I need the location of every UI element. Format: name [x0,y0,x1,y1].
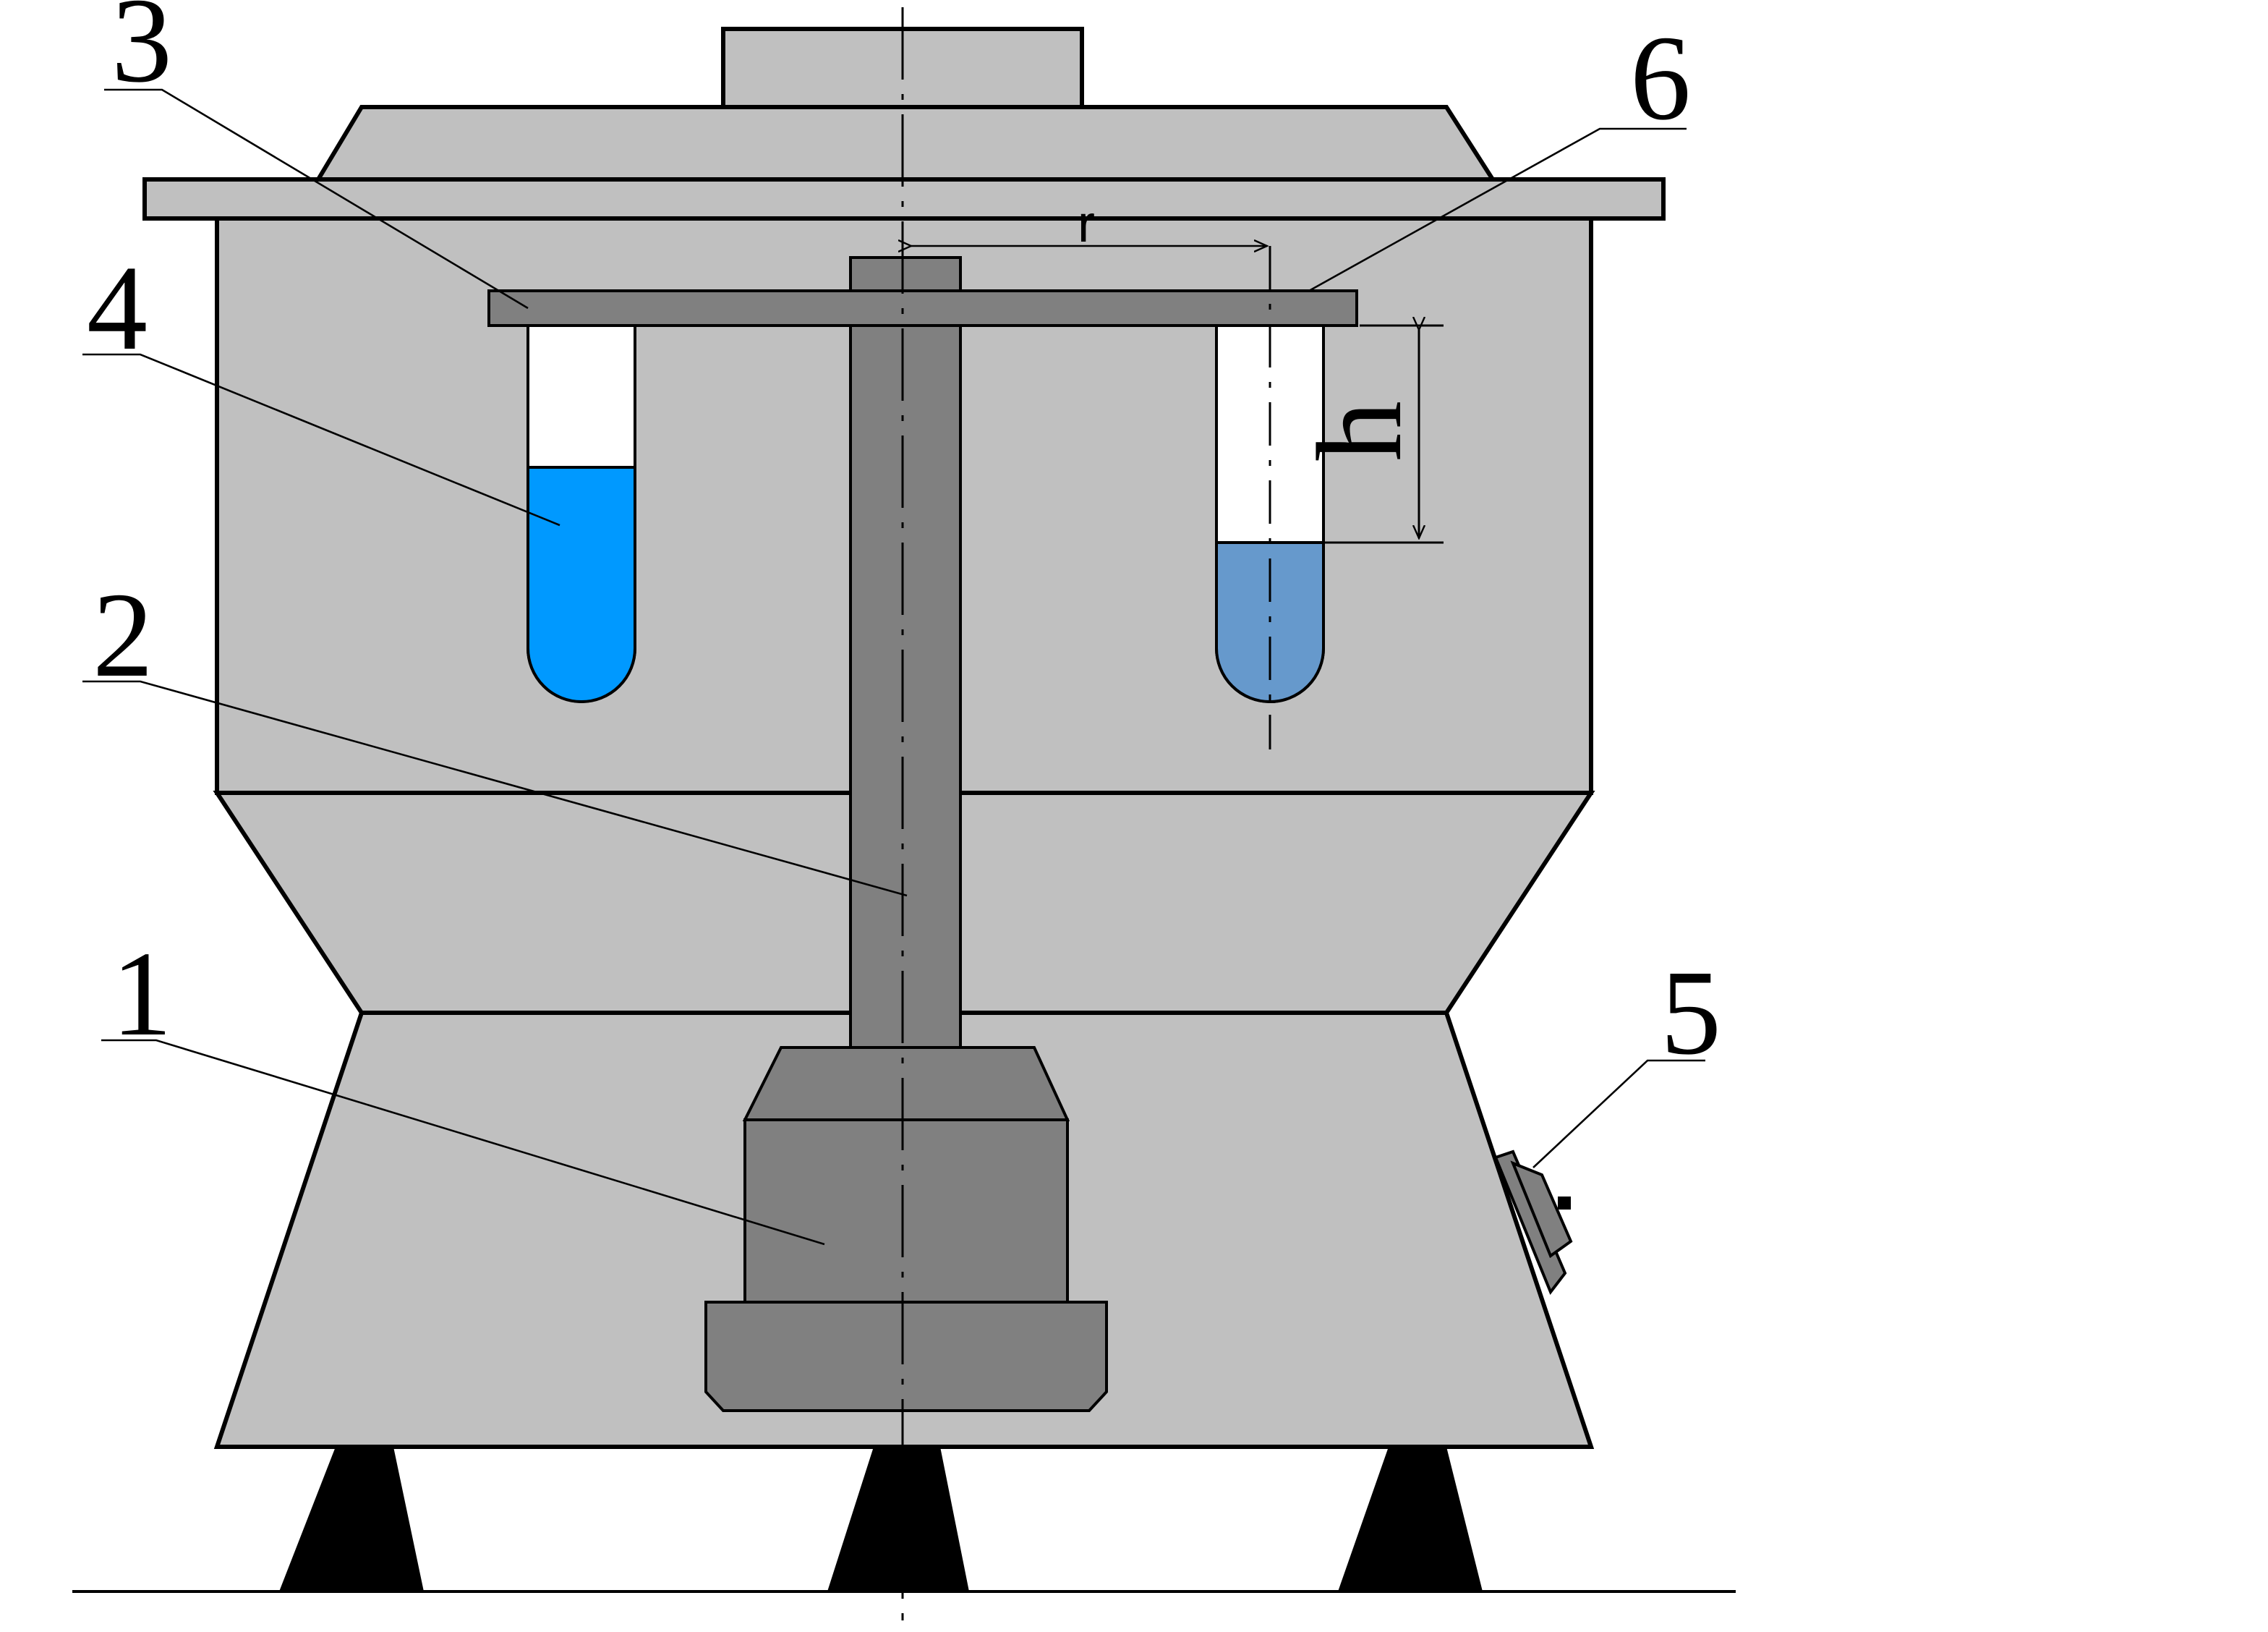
leader-5 [1532,1059,1705,1168]
part-label-1: 1 [111,927,172,1061]
knob-tip [1558,1197,1571,1210]
part-label-3: 3 [111,0,172,108]
part-label-2: 2 [93,568,153,702]
foot-center [827,1447,969,1591]
foot-left [279,1447,424,1591]
motor-body [743,1118,1069,1305]
height-dimension: h [1292,326,1444,544]
leader-4 [82,353,560,527]
support-feet [279,1447,1483,1591]
motor-base [704,1301,1108,1412]
part-label-4: 4 [87,241,148,375]
leader-3 [104,88,529,310]
lid-rim [142,177,1666,221]
callout-labels: 1 2 3 4 5 6 [87,0,1721,1080]
rotor-arm [487,289,1358,327]
part-label-5: 5 [1660,945,1721,1080]
height-label: h [1292,401,1427,462]
radius-dimension: r [911,195,1267,253]
motor-top-cap [742,1046,1070,1121]
knob-base [1493,1149,1567,1295]
test-tube-right [1215,246,1325,749]
knob-cap [1510,1160,1573,1259]
leader-2 [82,680,908,897]
leader-1 [101,1039,825,1246]
callouts [82,88,1705,1246]
leader-6 [1308,127,1687,292]
foot-right [1338,1447,1483,1591]
radius-label: r [1078,195,1095,253]
test-tube-left [526,324,636,703]
lid-cap [314,105,1497,182]
control-knob [1493,1149,1573,1295]
tube-left-liquid [526,466,636,703]
electric-motor [704,1046,1108,1412]
shaft [849,256,962,1049]
part-label-6: 6 [1630,11,1691,145]
